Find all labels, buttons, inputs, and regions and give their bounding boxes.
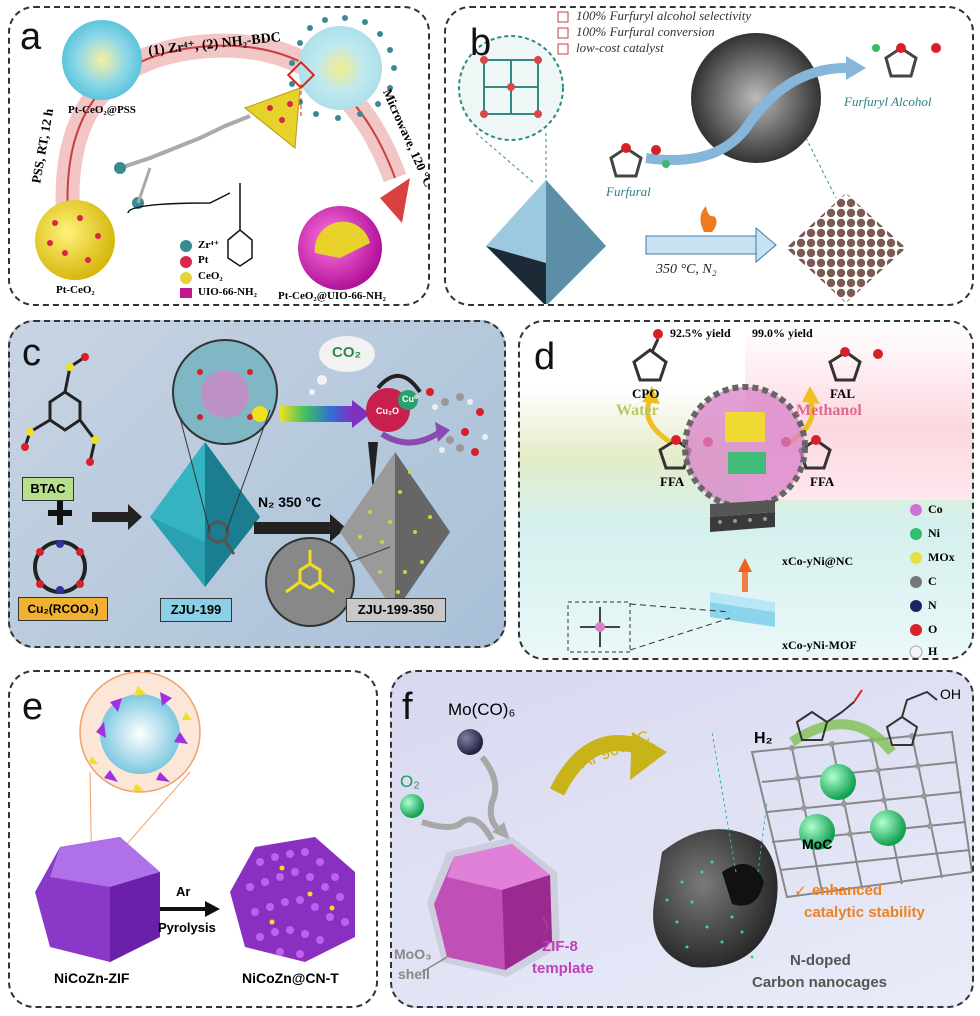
product-label: NiCoZn@CN-T [242,970,339,986]
panel-e-graphics [35,672,355,962]
methanol-label: Methanol [796,402,862,419]
h2-label: H₂ [754,730,773,747]
legend-pt: Pt [198,254,209,266]
stability-1: enhanced [812,882,883,899]
sem-image [691,33,821,163]
panel-e-label: e [22,686,44,728]
ar-label-e: Ar [176,884,191,899]
legend-mox: MOx [928,550,955,564]
pt-ceo2-particle [35,200,115,280]
legend-n: N [928,598,937,612]
check-2: 100% Furfural conversion [576,24,715,39]
panel-d-graphics [567,329,923,658]
legend-zr: Zr⁴⁺ [198,239,220,251]
mof-label: xCo-yNi-MOF [782,638,857,652]
cu-label: Cu⁰ [402,394,418,404]
moo3-2: shell [398,966,430,982]
carbon-2: Carbon nanocages [752,974,888,991]
panel-d: d 92.5% yield 99.0% yield CPO FAL Water … [518,320,974,660]
panel-a-graphics [35,15,410,298]
cu2o-label: Cu₂O [376,406,399,416]
yield-right: 99.0% yield [752,326,813,340]
panel-b-label: b [470,22,492,64]
o2-label: O₂ [400,772,420,791]
panel-f-label: f [402,686,413,728]
legend-uio: UIO-66-NH₂ [198,286,257,298]
water-label: Water [616,402,659,419]
final-label: Pt-CeO₂@UIO-66-NH₂ [278,290,386,302]
nicozn-cn-polyhedron [230,837,355,962]
sphere0-label: Pt-CeO₂ [56,284,95,296]
panel-d-label: d [534,336,556,378]
cpo-label: CPO [632,386,660,401]
nc-label: xCo-yNi@NC [782,554,854,568]
cu-unit-box: Cu₂(RCOO₄) [18,597,108,621]
moc-particle-3 [820,764,856,800]
legend-co: Co [928,502,943,516]
condition-label: 350 °C, N₂ [656,262,717,277]
legend-o: O [928,622,938,636]
metal-cage [685,387,805,507]
legend-ni: Ni [928,526,940,540]
zif-label: NiCoZn-ZIF [54,970,130,986]
panel-b: b 100% Furfuryl alcohol selectivity 100%… [444,6,974,306]
legend-ceo2: CeO₂ [198,270,223,282]
panel-c-label: c [22,332,41,374]
pyrolysis-label: Pyrolysis [158,920,216,935]
legend-c: C [928,574,937,588]
carbon-1: N-doped [790,952,851,969]
pt-ceo2-pss-sphere [62,20,142,100]
moc-label: MoC [802,836,833,852]
carbon-particle [786,193,906,303]
panel-e: e Ar Pyrolysis NiCoZn-ZIF NiCoZn@CN-T [8,670,378,1008]
panel-a-label: a [20,16,42,58]
panel-b-graphics [458,11,941,304]
sphere1-label: Pt-CeO₂@PSS [68,104,136,116]
stability-2: catalytic stability [804,904,925,921]
condition-label-c: N₂ 350 °C [258,494,322,510]
fal-label: FAL [830,386,856,401]
furfural-label: Furfural [606,184,651,199]
btac-box: BTAC [22,477,74,501]
moo3-1: MoO₃ [394,946,432,962]
zju-199-350-box: ZJU-199-350 [346,598,446,622]
legend-h: H [928,644,938,658]
panel-f-graphics [400,689,972,977]
panel-c: c BTAC Cu₂(RCOO₄) ZJU-199 ZJU-199-350 N₂… [8,320,506,648]
zju-199-box: ZJU-199 [160,598,232,622]
moc-particle-2 [870,810,906,846]
panel-f: f Mo(CO)₆ O₂ Ar 900 °C H₂ MoC OH ✓ enhan… [390,670,974,1008]
moc-particle-1 [799,814,835,850]
zif-1: ZIF-8 [542,938,578,955]
oh-label: OH [940,686,961,702]
ffa-right-label: FFA [810,474,835,489]
yield-left: 92.5% yield [670,326,731,340]
furfuryl-alcohol-label: Furfuryl Alcohol [844,94,932,109]
co2-label: CO₂ [332,344,362,361]
carbon-nanocage [653,829,778,968]
ffa-left-label: FFA [660,474,685,489]
intermediate-sphere [298,26,382,110]
check-mark: ✓ [794,883,807,900]
check-3: low-cost catalyst [576,40,664,55]
moco-label: Mo(CO)₆ [448,700,516,719]
panel-a: a (1) Zr⁴⁺, (2) NH₂-BDC PSS, RT, 12 h Mi… [8,6,430,306]
zif-2: template [532,960,594,977]
panel-c-graphics [21,336,488,627]
check-1: 100% Furfuryl alcohol selectivity [576,8,752,23]
